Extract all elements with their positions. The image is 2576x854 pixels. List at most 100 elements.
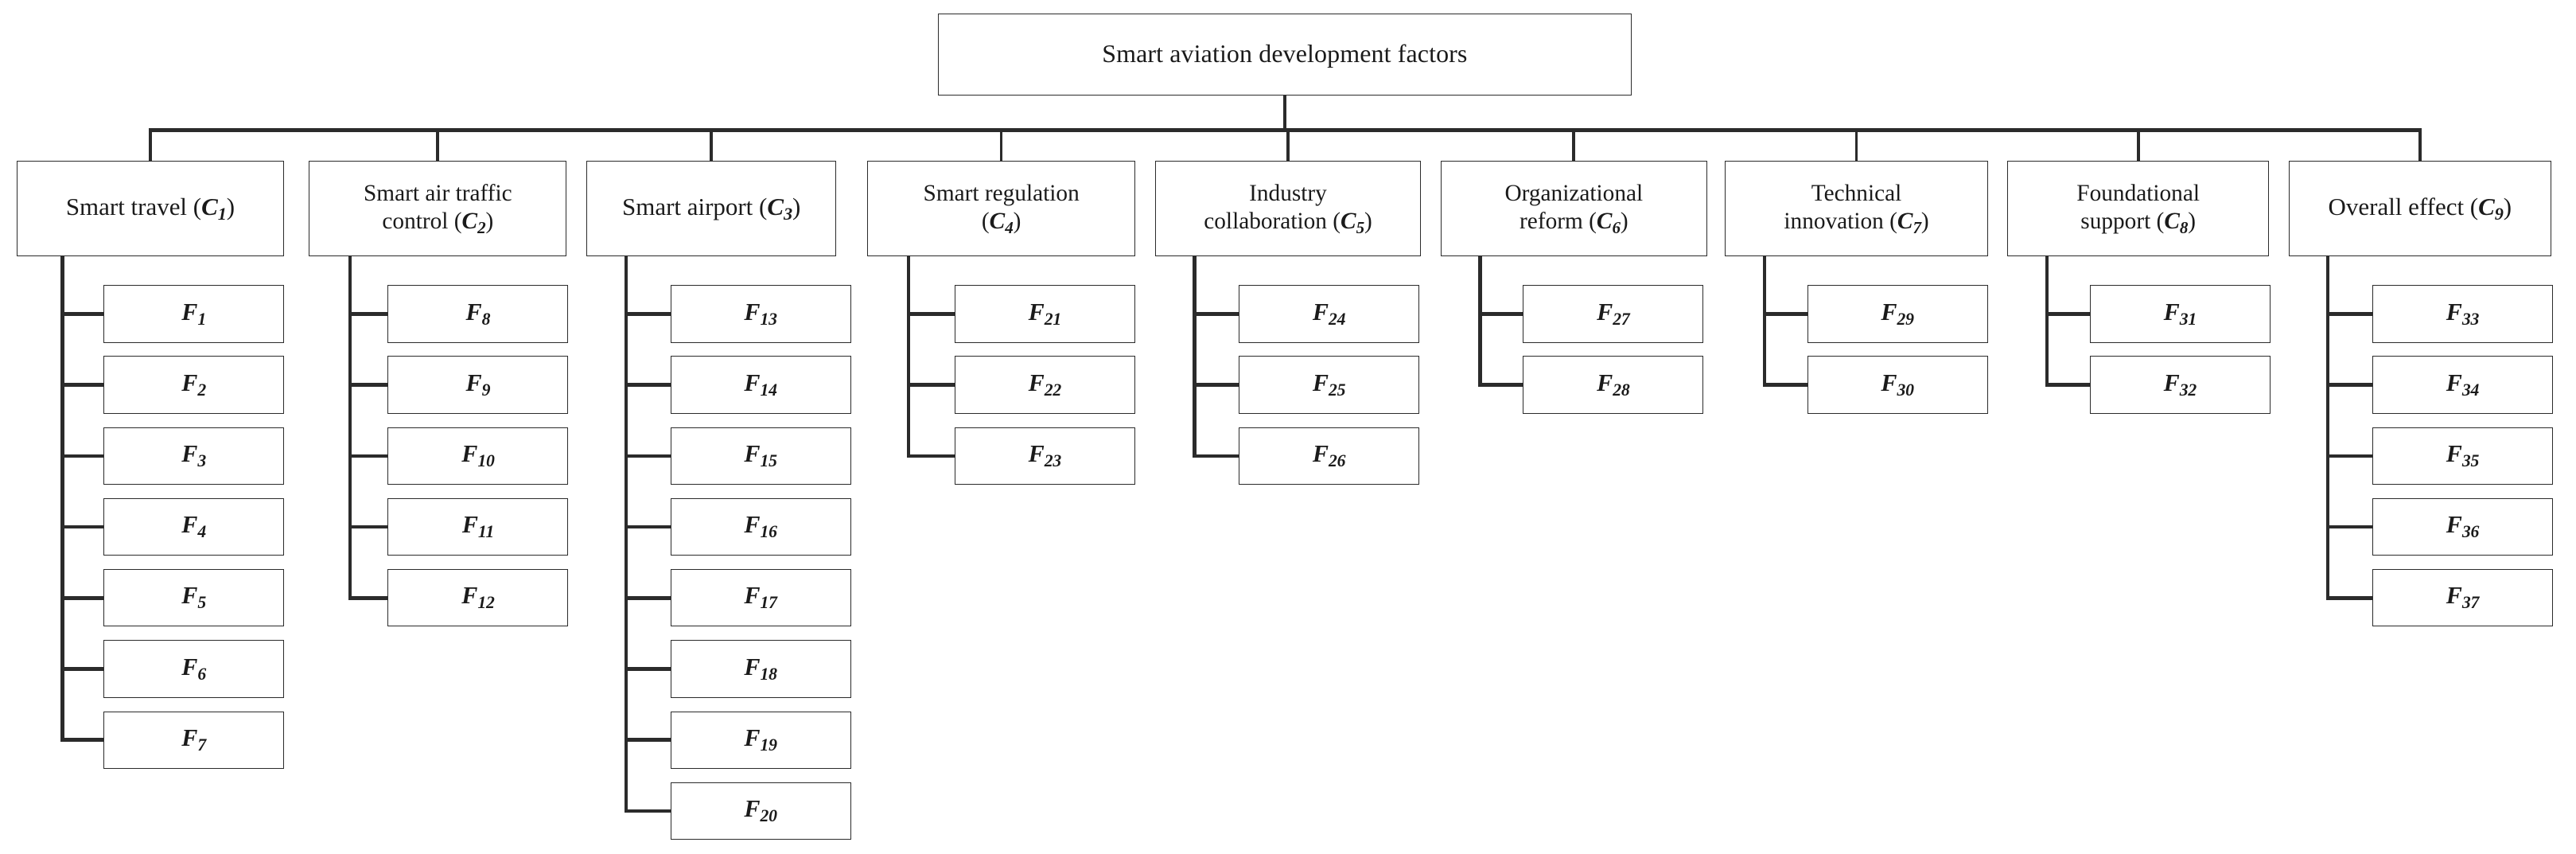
connector-f23 bbox=[908, 454, 955, 458]
connector-f2 bbox=[62, 383, 104, 387]
factor-node-f19[interactable]: F19 bbox=[670, 711, 851, 769]
connector-f10 bbox=[349, 454, 388, 458]
connector-f7 bbox=[62, 738, 104, 742]
connector-f37 bbox=[2328, 595, 2372, 600]
factor-node-f10[interactable]: F10 bbox=[387, 427, 569, 485]
factor-node-f22[interactable]: F22 bbox=[954, 356, 1135, 414]
factor-label: F28 bbox=[1597, 369, 1630, 400]
factor-node-f9[interactable]: F9 bbox=[387, 356, 569, 414]
factor-node-f2[interactable]: F2 bbox=[103, 356, 285, 414]
factor-node-f30[interactable]: F30 bbox=[1807, 356, 1988, 414]
factor-node-f18[interactable]: F18 bbox=[670, 640, 851, 698]
factor-node-f17[interactable]: F17 bbox=[670, 569, 851, 627]
factor-label: F1 bbox=[181, 298, 207, 329]
factor-node-f8[interactable]: F8 bbox=[387, 285, 569, 343]
factor-label: F31 bbox=[2163, 298, 2197, 329]
factor-node-f35[interactable]: F35 bbox=[2372, 427, 2554, 485]
factor-node-f32[interactable]: F32 bbox=[2089, 356, 2271, 414]
factor-node-f20[interactable]: F20 bbox=[670, 782, 851, 840]
factor-node-f25[interactable]: F25 bbox=[1239, 356, 1420, 414]
factor-node-f7[interactable]: F7 bbox=[103, 711, 285, 769]
connector-f11 bbox=[349, 524, 388, 529]
factor-node-f16[interactable]: F16 bbox=[670, 497, 851, 556]
factor-label: F36 bbox=[2446, 511, 2480, 542]
connector-f36 bbox=[2328, 524, 2372, 529]
root-node[interactable]: Smart aviation development factors bbox=[938, 13, 1632, 96]
factor-node-f1[interactable]: F1 bbox=[103, 285, 285, 343]
factor-label: F17 bbox=[744, 582, 777, 613]
factor-label: F37 bbox=[2446, 582, 2480, 613]
factor-label: F2 bbox=[181, 369, 207, 400]
bus-drop-C1 bbox=[149, 128, 152, 162]
factor-label: F18 bbox=[744, 653, 777, 684]
factor-node-f29[interactable]: F29 bbox=[1807, 285, 1988, 343]
factor-label: F10 bbox=[461, 439, 495, 471]
connector-f1 bbox=[62, 312, 104, 316]
factor-label: F19 bbox=[744, 723, 777, 755]
factor-node-f24[interactable]: F24 bbox=[1239, 285, 1420, 343]
factor-node-f26[interactable]: F26 bbox=[1239, 427, 1420, 485]
factor-node-f36[interactable]: F36 bbox=[2372, 497, 2554, 556]
factor-node-f5[interactable]: F5 bbox=[103, 569, 285, 627]
factor-label: F13 bbox=[744, 298, 777, 329]
factor-label: F20 bbox=[744, 795, 777, 826]
connector-f12 bbox=[349, 595, 388, 600]
factor-label: F24 bbox=[1312, 298, 1346, 329]
factor-node-f37[interactable]: F37 bbox=[2372, 569, 2554, 627]
factor-node-f15[interactable]: F15 bbox=[670, 427, 851, 485]
bus-drop-C7 bbox=[1854, 128, 1858, 162]
factor-node-f4[interactable]: F4 bbox=[103, 497, 285, 556]
factor-node-f34[interactable]: F34 bbox=[2372, 356, 2554, 414]
factor-node-f14[interactable]: F14 bbox=[670, 356, 851, 414]
bus-drop-C6 bbox=[1572, 128, 1576, 162]
connector-f26 bbox=[1194, 454, 1239, 458]
factor-node-f21[interactable]: F21 bbox=[954, 285, 1135, 343]
factor-node-f13[interactable]: F13 bbox=[670, 285, 851, 343]
spine-c2 bbox=[348, 256, 352, 600]
factor-node-f6[interactable]: F6 bbox=[103, 640, 285, 698]
bus-drop-C3 bbox=[710, 128, 713, 162]
factor-label: F32 bbox=[2163, 369, 2197, 400]
factor-label: F11 bbox=[461, 511, 494, 542]
connector-f30 bbox=[1764, 383, 1807, 387]
category-node-c9[interactable]: Overall effect (C9) bbox=[2288, 161, 2552, 257]
factor-label: F25 bbox=[1312, 369, 1346, 400]
category-label-c3: Smart airport (C3) bbox=[622, 192, 801, 224]
connector-f17 bbox=[625, 595, 671, 600]
category-node-c3[interactable]: Smart airport (C3) bbox=[586, 161, 837, 257]
factor-node-f33[interactable]: F33 bbox=[2372, 285, 2554, 343]
category-label-c1: Smart travel (C1) bbox=[65, 192, 235, 224]
factor-node-f27[interactable]: F27 bbox=[1523, 285, 1704, 343]
spine-c1 bbox=[60, 256, 64, 742]
factor-node-f23[interactable]: F23 bbox=[954, 427, 1135, 485]
factor-node-f12[interactable]: F12 bbox=[387, 569, 569, 627]
factor-label: F14 bbox=[744, 369, 777, 400]
factor-label: F6 bbox=[181, 653, 207, 684]
bus-drop-C5 bbox=[1286, 128, 1290, 162]
category-node-c4[interactable]: Smart regulation(C4) bbox=[867, 161, 1135, 257]
category-node-c1[interactable]: Smart travel (C1) bbox=[16, 161, 285, 257]
connector-f20 bbox=[625, 809, 671, 813]
factor-node-f3[interactable]: F3 bbox=[103, 427, 285, 485]
factor-node-f31[interactable]: F31 bbox=[2089, 285, 2271, 343]
spine-c7 bbox=[1762, 256, 1767, 387]
spine-c9 bbox=[2325, 256, 2330, 600]
factor-label: F35 bbox=[2446, 439, 2480, 471]
factor-label: F9 bbox=[465, 369, 491, 400]
factor-node-f11[interactable]: F11 bbox=[387, 497, 569, 556]
factor-label: F29 bbox=[1881, 298, 1914, 329]
connector-f35 bbox=[2328, 454, 2372, 458]
factor-node-f28[interactable]: F28 bbox=[1523, 356, 1704, 414]
spine-c6 bbox=[1478, 256, 1482, 387]
factor-label: F3 bbox=[181, 439, 207, 471]
category-bus bbox=[150, 128, 2420, 133]
bus-drop-C2 bbox=[436, 128, 440, 162]
